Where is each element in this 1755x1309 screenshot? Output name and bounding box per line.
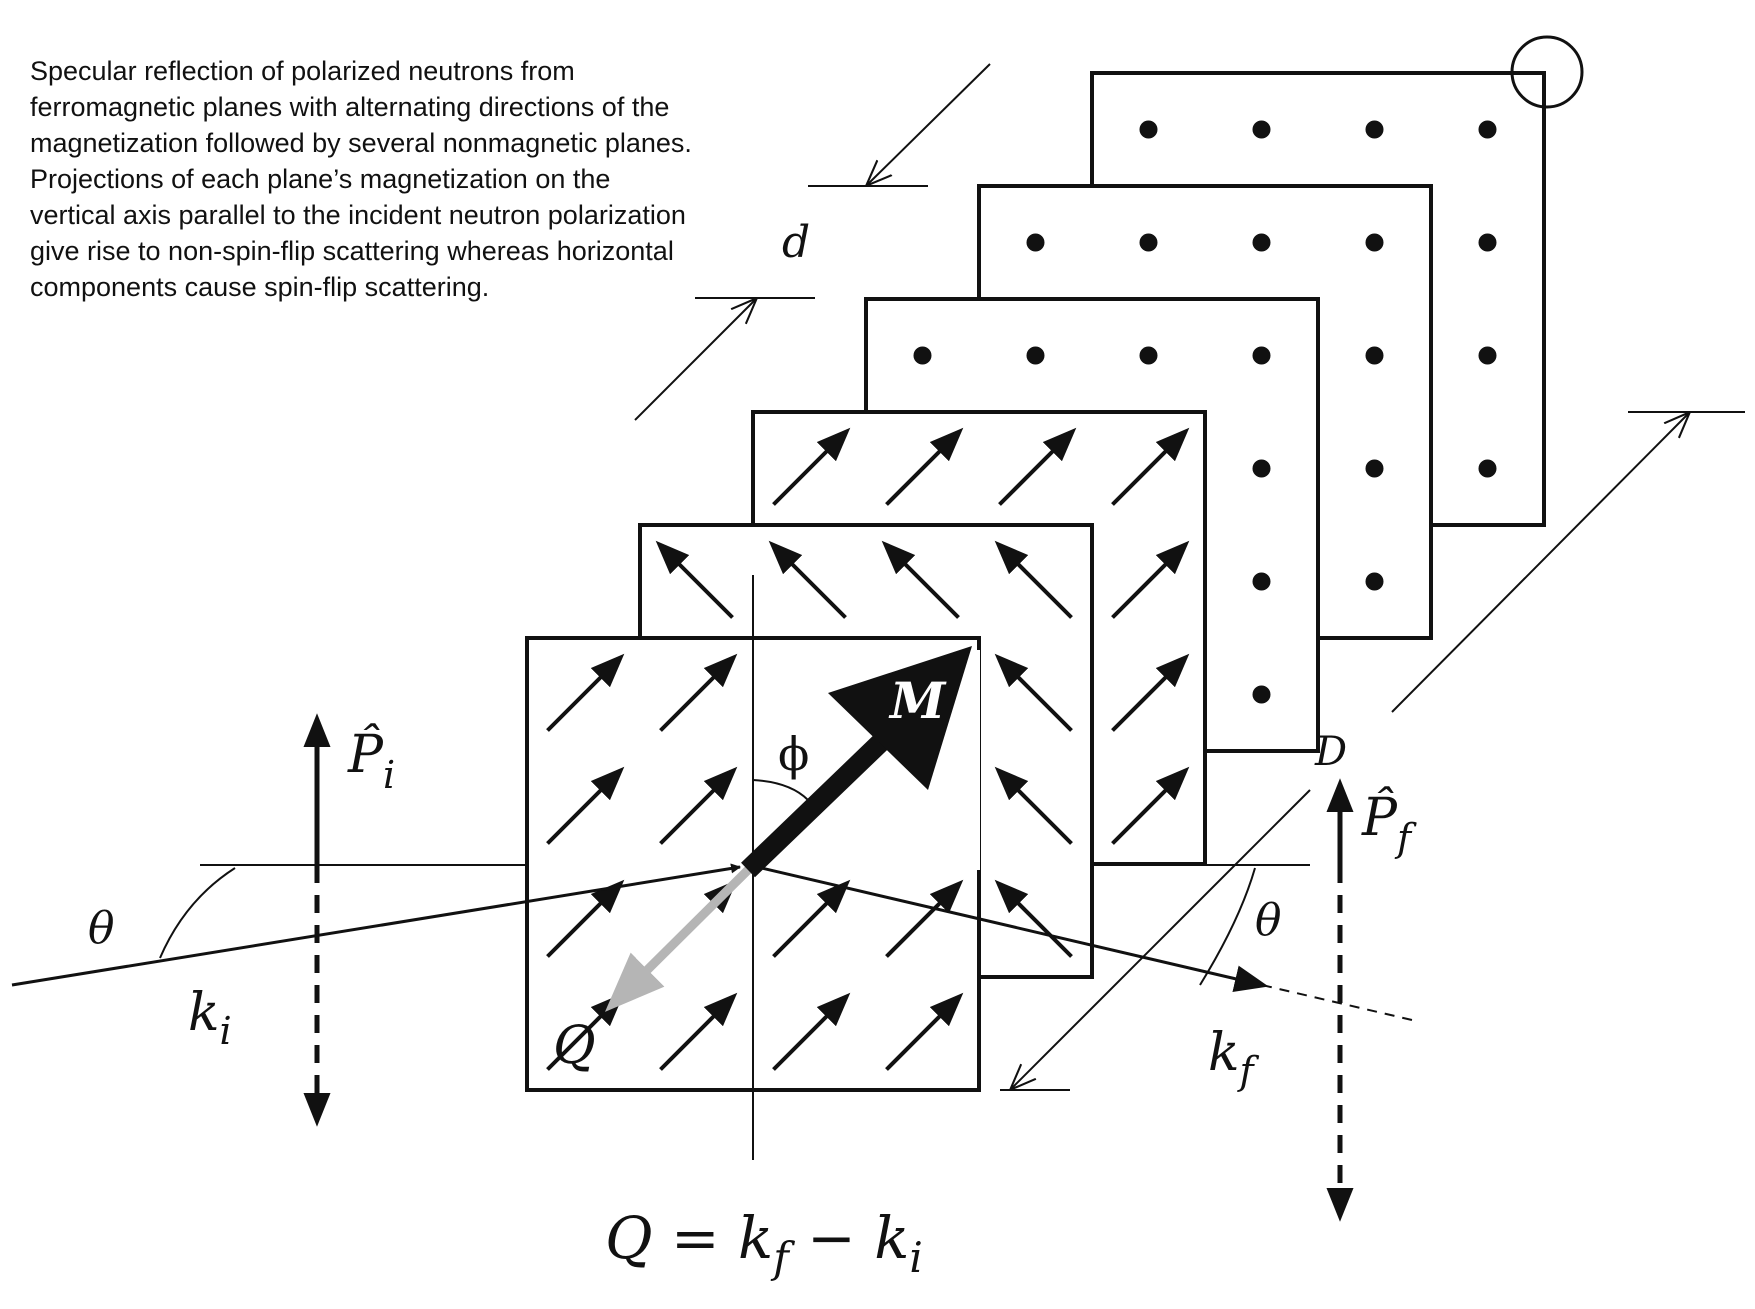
plane-5-moment-dot [1026,233,1045,252]
label-p-initial-symbol: P̂ [347,724,384,785]
theta-arc-right [1199,867,1256,986]
label-theta-right: θ [1255,895,1282,946]
incident-beam-line [11,863,741,987]
plane-3-moment-arrow [772,427,851,506]
plane-3-moment-arrow [1111,766,1190,845]
plane-5-moment-dot [1139,233,1158,252]
plane-3-moment-arrow [1111,540,1190,619]
plane-5-moment-dot [1365,346,1384,365]
d-arrow-lower [634,300,755,421]
label-theta-left: θ [88,903,115,954]
plane-6-moment-dot [1478,120,1497,139]
plane-3-moment-arrow [1111,427,1190,506]
plane-2-moment-arrow [768,540,847,619]
theta-arc-left [159,867,236,959]
D-arrow-upper [1391,414,1688,713]
equation-lhs: Q [605,1204,653,1272]
label-p-final: P̂f [1361,787,1417,860]
caption-line: ferromagnetic planes with alternating di… [30,92,670,122]
label-d: d [782,217,810,268]
plane-5-moment-dot [1365,233,1384,252]
beam-vectors [11,575,1413,1222]
label-q: Q [553,1016,596,1076]
phi-arc [752,779,809,801]
plane-4-moment-dot [1139,346,1158,365]
label-phi: ϕ [778,727,809,781]
reflected-beam-line [752,864,1269,993]
equation-k-final: k [738,1204,773,1272]
plane-2-moment-arrow [655,540,734,619]
plane-1-moment-arrow [546,766,625,845]
plane-1-moment-arrow [659,653,738,732]
equation: Q = kf − ki [605,1204,923,1282]
plane-4-moment-dot [913,346,932,365]
plane-6-moment-dot [1252,120,1271,139]
plane-1-moment-arrow [659,992,738,1071]
label-D: D [1314,729,1347,775]
label-k-final-symbol: k [1208,1023,1240,1083]
caption-line: Specular reflection of polarized neutron… [30,56,575,86]
plane-2-moment-arrow [994,653,1073,732]
plane-4-moment-dot [1252,685,1271,704]
plane-3-moment-arrow [885,427,964,506]
plane-6-moment-dot [1478,346,1497,365]
label-M: M [888,671,947,730]
label-k-initial-subscript: i [220,1009,232,1053]
plane-2-moment-arrow [881,540,960,619]
magnetization-arrowhead [828,646,972,790]
equation-k-initial-subscript: i [909,1233,922,1282]
label-p-initial: P̂i [347,724,395,797]
plane-6-moment-dot [1478,459,1497,478]
d-arrow-upper [868,63,991,184]
plane-2-moment-arrow [994,540,1073,619]
figure-caption: Specular reflection of polarized neutron… [30,53,790,305]
label-k-final-subscript: f [1237,1049,1260,1093]
plane-2-moment-arrow [994,879,1073,958]
caption-line: magnetization followed by several nonmag… [30,128,692,158]
plane-1-moment-arrow [885,992,964,1071]
equation-equals: = [653,1204,738,1272]
label-k-final: kf [1208,1023,1260,1093]
D-arrow-lower [1012,789,1311,1088]
plane-1-moment-arrow [772,879,851,958]
plane-1-moment-arrow [659,766,738,845]
corner-loop [1510,35,1584,109]
plane-4-moment-dot [1026,346,1045,365]
reflected-beam-extension [1261,984,1413,1021]
plane-5-moment-dot [1252,233,1271,252]
label-p-final-subscript: f [1394,816,1417,860]
equation-k-initial: k [874,1204,909,1272]
plane-4-moment-dot [1252,346,1271,365]
label-p-final-symbol: P̂ [1361,787,1398,848]
label-k-initial-symbol: k [188,983,220,1043]
caption-line: give rise to non-spin-flip scattering wh… [30,236,674,266]
plane-3-moment-arrow [1111,653,1190,732]
q-vector-arrow [604,864,754,1012]
label-p-initial-subscript: i [383,753,395,797]
plane-1-moment-arrow [546,879,625,958]
plane-1-moment-arrow [772,992,851,1071]
plane-4-moment-dot [1252,459,1271,478]
plane-5-moment-dot [1365,572,1384,591]
plane-2-moment-arrow [994,766,1073,845]
label-k-initial: ki [188,983,232,1053]
plane-1-moment-arrow [885,879,964,958]
caption-line: components cause spin-flip scattering. [30,272,490,302]
plane-1-moment-arrow [546,653,625,732]
plane-6-moment-dot [1478,233,1497,252]
plane-3-moment-arrow [998,427,1077,506]
plane-6-moment-dot [1139,120,1158,139]
plane-5-moment-dot [1365,459,1384,478]
plane-4-moment-dot [1252,572,1271,591]
caption-line: Projections of each plane’s magnetizatio… [30,164,611,194]
caption-line: vertical axis parallel to the incident n… [30,200,686,230]
equation-minus: − [789,1204,874,1272]
plane-6-moment-dot [1365,120,1384,139]
